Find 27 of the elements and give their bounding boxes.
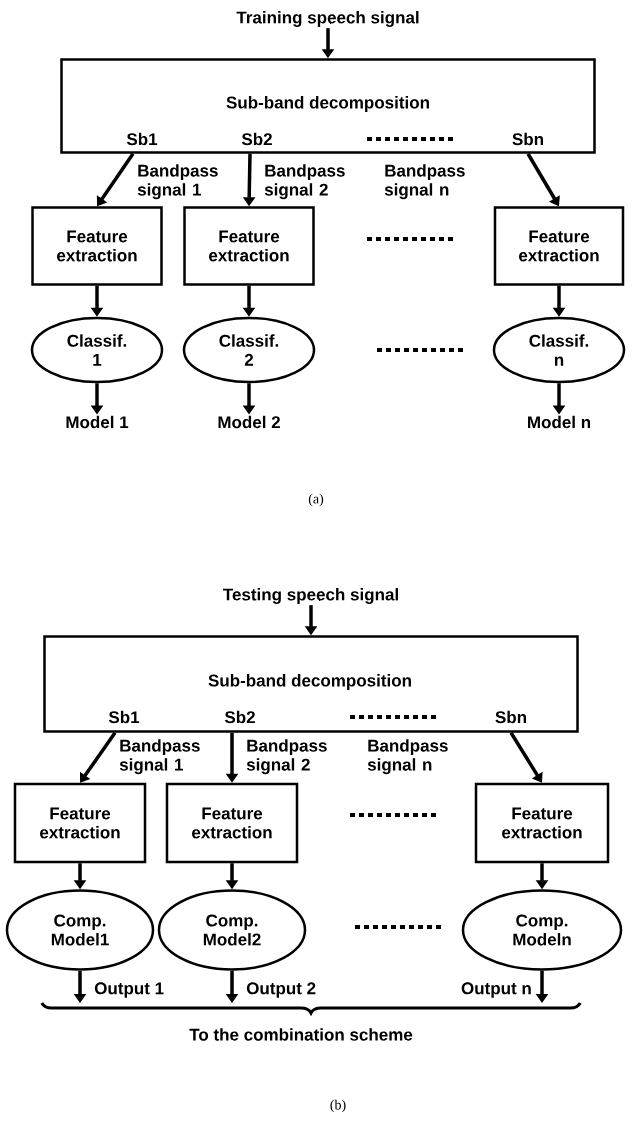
edge-label: Output 1	[94, 982, 164, 998]
process-box: Sub-band decomposition Sb1 Sb2 Sbn	[60, 58, 596, 154]
signal-label: Training speech signal	[236, 11, 419, 27]
process-box: Sub-band decomposition Sb1 Sb2 Sbn	[43, 635, 579, 733]
signal-label: Testing speech signal	[223, 588, 398, 604]
arrow	[509, 731, 543, 783]
arrow	[80, 731, 117, 783]
process-box: Feature extraction	[474, 782, 610, 864]
edge-label: Output 2	[246, 982, 316, 998]
curly-brace: To the combination scheme	[40, 1001, 582, 1041]
subfigure-caption: (a)	[308, 493, 324, 507]
process-box: Feature extraction	[165, 782, 299, 864]
bandpass-label: Bandpass signal n	[384, 164, 465, 200]
process-box: Feature extraction	[31, 206, 163, 286]
process-box: Feature extraction	[493, 206, 625, 286]
signal-label: Model 2	[218, 415, 280, 429]
signal-label: Model n	[528, 415, 591, 429]
edge-label: Bandpass signal 1	[119, 739, 200, 775]
edge-label: Bandpass signal 2	[246, 739, 327, 775]
edge-label: Output n	[461, 982, 531, 998]
subfigure-caption: (b)	[330, 1099, 346, 1113]
signal-label: Model 1	[66, 415, 129, 429]
process-box: Feature extraction	[183, 206, 315, 286]
process-box: Feature extraction	[13, 782, 147, 864]
bandpass-label: Bandpass signal n	[367, 739, 448, 775]
edge-label: Bandpass signal 1	[137, 164, 218, 200]
edge-label: Bandpass signal 2	[264, 164, 345, 200]
